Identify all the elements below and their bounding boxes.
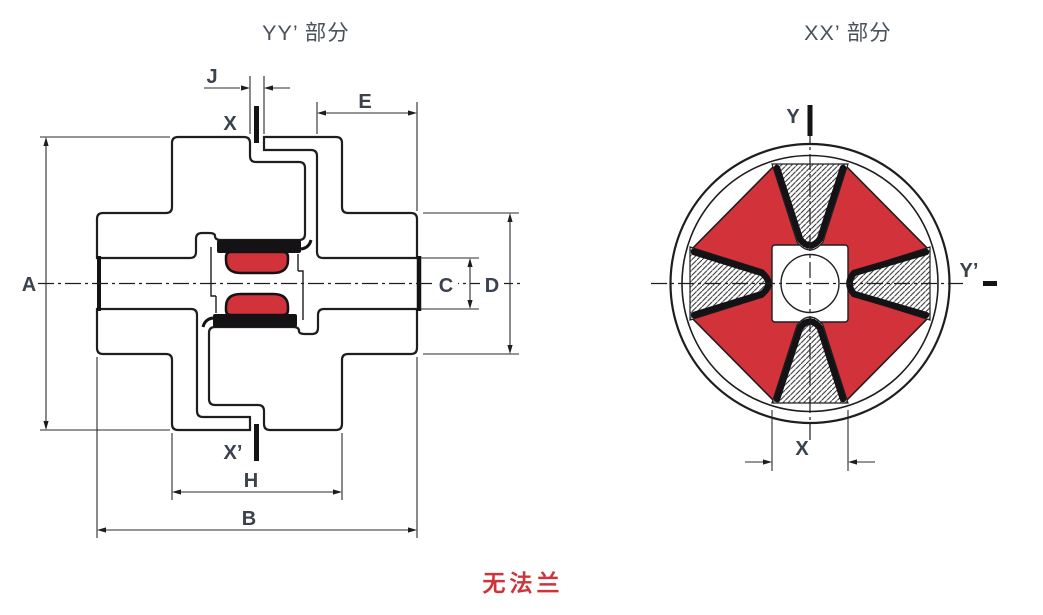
dim-label-e: E	[358, 91, 371, 113]
spider-band-bottom	[213, 314, 297, 327]
dim-label-c: C	[439, 275, 453, 297]
label-backing-d	[480, 271, 504, 296]
dim-J	[204, 76, 290, 134]
dim-C	[421, 257, 479, 310]
section-label-yprime: Y’	[960, 260, 979, 282]
right-hub-upper-half	[262, 135, 419, 260]
spider-band-top	[217, 240, 301, 253]
section-label-x: X	[223, 113, 237, 135]
dim-label-h: H	[244, 470, 258, 492]
right-hub-lower-half	[207, 307, 419, 432]
dim-A	[40, 136, 170, 431]
dim-X	[745, 410, 875, 471]
dim-label-d: D	[485, 275, 499, 297]
dim-D	[423, 212, 519, 355]
spider-cross-section	[201, 239, 313, 328]
left-hub-upper-half	[95, 135, 307, 260]
dim-H	[171, 433, 343, 500]
left-view-section: A B C D E H J X X’	[22, 66, 522, 538]
section-label-xprime: X’	[224, 442, 243, 464]
dim-label-x: X	[795, 438, 809, 460]
hub-face-line-right	[297, 254, 304, 320]
dim-label-j: J	[206, 66, 217, 88]
band-hook-top	[300, 239, 313, 251]
jaw-west	[689, 246, 772, 321]
dim-B	[96, 357, 418, 538]
hub-face-line-left	[210, 247, 217, 313]
dim-label-a: A	[22, 274, 36, 296]
variant-caption: 无法兰	[483, 570, 564, 596]
right-view-section: Y Y’ X	[651, 105, 997, 471]
band-hook-bottom	[201, 316, 214, 328]
dim-label-b: B	[242, 508, 256, 530]
elastomer-top	[224, 250, 290, 275]
section-label-y: Y	[786, 106, 800, 128]
right-view-title: XX’ 部分	[804, 21, 892, 45]
elastomer-bottom	[224, 292, 290, 317]
label-backing-c	[434, 271, 458, 296]
dim-E	[316, 102, 418, 211]
left-hub-lower-half	[95, 307, 252, 432]
left-view-title: YY’ 部分	[262, 21, 350, 45]
